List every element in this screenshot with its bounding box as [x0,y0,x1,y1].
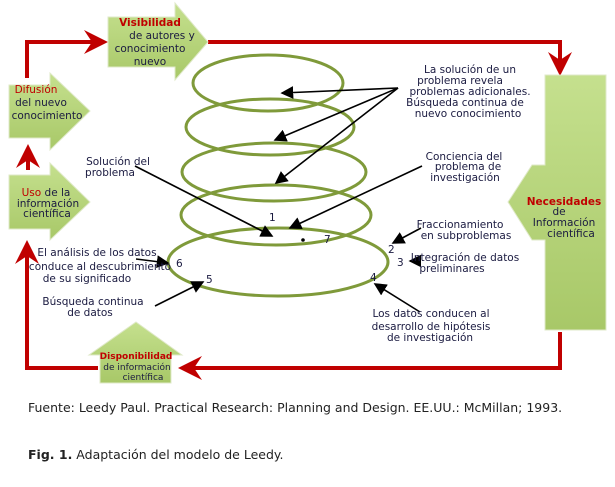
annotation-line: nuevo conocimiento [415,108,522,120]
annotation-line: Solución del [86,156,150,168]
uso-title: Uso [22,187,42,199]
annotation-line: de investigación [387,332,473,344]
difusion-title: Difusión [15,84,58,96]
step-5: 5 [206,274,213,286]
disponibilidad-title: Disponibilidad [100,352,173,362]
annotation-line: Integración de datos [411,252,519,264]
visibilidad-line: nuevo [134,56,166,68]
annotation-line: problema de [435,161,501,173]
annotation-line: El análisis de los datos [37,247,156,259]
source-caption: Fuente: Leedy Paul. Practical Research: … [28,400,563,415]
pointers [134,86,423,313]
disponibilidad-line: científica [123,373,164,383]
visibilidad-arrow [107,1,209,82]
annotation-line: problema [85,167,135,179]
annotation-line: problemas adicionales. [409,86,530,98]
difusion-line: del nuevo [15,97,67,109]
annotation-line: de datos [67,307,113,319]
difusion-line: conocimiento [12,110,83,122]
figure-text: Adaptación del modelo de Leedy. [72,447,284,462]
annotation-line: desarrollo de hipótesis [372,321,491,333]
visibilidad-line: de autores y [129,30,195,42]
step-4: 4 [370,272,377,284]
disponibilidad-line: de información [103,362,170,373]
annotation-line: de su significado [43,273,131,285]
center-dot [301,238,305,242]
annotation-line: Conciencia del [426,151,503,163]
step-3: 3 [397,257,404,269]
annotation-line: en subproblemas [421,230,512,242]
annotation-line: investigación [430,172,500,184]
figure-label: Fig. 1. [28,447,73,462]
diagram-canvas: 1 2 3 4 5 6 7 Visibilidad de autores y c… [8,1,607,384]
annotation-line: preliminares [419,263,484,275]
flow-lines [14,30,572,380]
visibilidad-title: Visibilidad [119,17,181,29]
necesidades-arrow [507,74,607,331]
annotation-line: La solución de un [424,64,516,76]
step-2: 2 [388,244,395,256]
annotation-line: Los datos conducen al [372,308,489,320]
svg-text:Uso de la: Uso de la [22,187,71,199]
visibilidad-line: conocimiento [115,43,186,55]
annotation-line: Búsqueda continua de [406,97,524,109]
disponibilidad-arrow [87,321,184,384]
step-1: 1 [269,212,276,224]
annotation-line: problema revela [417,75,503,87]
uso-line: científica [23,208,71,220]
uso-arrow [8,161,91,242]
step-6: 6 [176,258,183,270]
uso-rest: de la [41,187,70,199]
spiral [166,53,390,298]
step-7: 7 [324,234,331,246]
necesidades-title: Necesidades [527,196,602,208]
difusion-arrow [8,71,91,152]
annotations: La solución de un problema revela proble… [29,64,531,344]
step-numbers: 1 2 3 4 5 6 7 [176,212,404,286]
necesidades-line: científica [547,228,595,240]
necesidades-line: de [552,206,565,218]
figure-caption: Fig. 1. Adaptación del modelo de Leedy. [28,447,598,463]
uso-line: información [17,198,79,210]
annotation-line: Fraccionamiento [417,219,504,231]
annotation-line: Búsqueda continua [42,296,143,308]
necesidades-line: Información [533,217,595,229]
annotation-line: conduce al descubrimiento [29,261,171,273]
